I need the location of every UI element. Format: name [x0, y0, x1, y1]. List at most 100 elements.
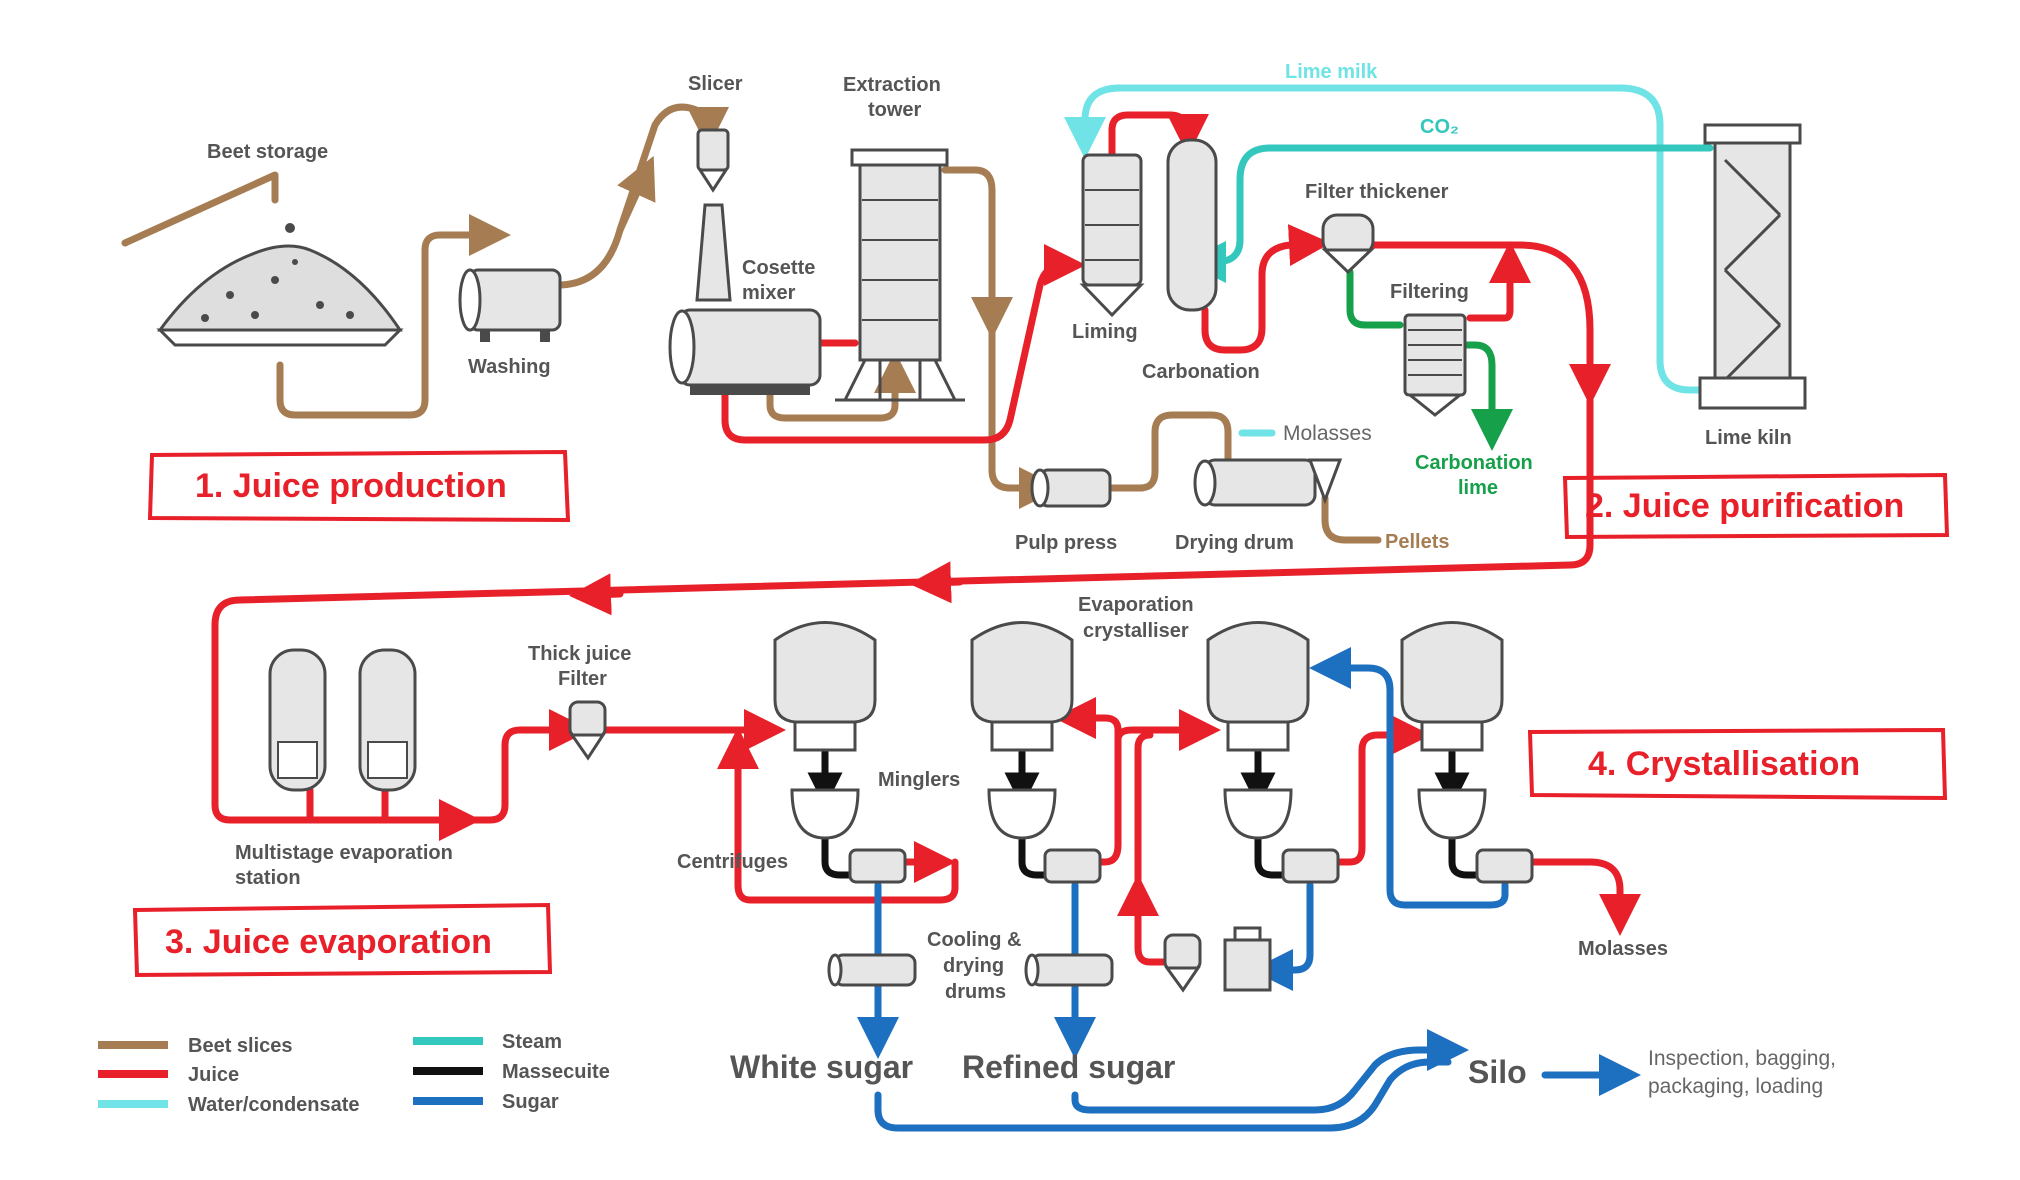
- stage-title-juice-evaporation: 3. Juice evaporation: [165, 923, 492, 961]
- extraction-tower: [835, 148, 965, 402]
- stage-box-3: 3. Juice evaporation: [132, 902, 553, 978]
- evaporator-2: [358, 648, 417, 792]
- juice-return-arrow-1: [909, 561, 964, 604]
- juice-return-line: [211, 396, 1594, 824]
- juice-to-cryst3: [1114, 709, 1221, 751]
- label-centrifuges: Centrifuges: [677, 851, 788, 873]
- stage-box-1: 1. Juice production: [147, 449, 571, 523]
- juice-centrifuge3-cryst4: [1331, 714, 1431, 866]
- massecuite-1b: [821, 834, 854, 879]
- crystalliser-4: [1400, 621, 1534, 884]
- label-cooling-2: drying: [943, 955, 1004, 977]
- pulp-line-drum: [1106, 411, 1232, 492]
- label-molasses-bottom: Molasses: [1578, 938, 1668, 960]
- cooling-drum-1: [827, 953, 917, 987]
- cosette-mixer: [668, 308, 822, 395]
- juice-evap-out: [236, 709, 591, 824]
- label-minglers: Minglers: [878, 769, 960, 791]
- liming-vessel: [1079, 153, 1145, 318]
- legend-item-massecuite: Massecuite: [413, 1061, 610, 1083]
- sugar-centrifuge3-down: [1251, 881, 1314, 991]
- sugar-refined-to-silo: [1071, 1029, 1469, 1114]
- label-multistage-1: Multistage evaporation: [235, 842, 453, 864]
- drying-drum: [1193, 458, 1343, 507]
- sugar-white-to-silo: [874, 1058, 1452, 1132]
- label-carbonation: Carbonation: [1142, 361, 1260, 383]
- filter-thickener: [1321, 213, 1375, 275]
- stage-box-2: 2. Juice purification: [1562, 472, 1950, 540]
- labels: Beet storage Washing Slicer Extraction t…: [207, 61, 1836, 1098]
- label-pulp-press: Pulp press: [1015, 532, 1117, 554]
- juice-small-loop-top: [1134, 731, 1154, 904]
- label-evap-cryst-2: crystalliser: [1083, 620, 1189, 642]
- juice-liming-carb: [1108, 111, 1209, 159]
- beet-line-washing-slicer: [554, 103, 729, 289]
- label-evap-cryst-1: Evaporation: [1078, 594, 1194, 616]
- label-filter-thickener: Filter thickener: [1305, 181, 1449, 203]
- small-mixer: [1223, 926, 1272, 992]
- label-filtering: Filtering: [1390, 281, 1469, 303]
- beet-storage-pile: [156, 223, 404, 347]
- small-filter: [1163, 933, 1202, 993]
- juice-line-mixer: [721, 244, 1086, 444]
- legend-item-beet-slices: Beet slices: [98, 1035, 293, 1057]
- crystalliser-2: [970, 621, 1102, 884]
- filtering-unit: [1403, 313, 1467, 417]
- pipes: [121, 84, 1724, 1132]
- label-washing: Washing: [468, 356, 551, 378]
- label-liming: Liming: [1072, 321, 1138, 343]
- svg-text:Beet slices: Beet slices: [188, 1035, 293, 1057]
- label-drying-drum: Drying drum: [1175, 532, 1294, 554]
- label-thick-juice-1: Thick juice: [528, 643, 631, 665]
- lime-kiln: [1698, 123, 1807, 410]
- juice-carb-filter: [1201, 224, 1331, 354]
- beet-line-chute: [121, 171, 279, 247]
- label-inspection-1: Inspection, bagging,: [1648, 1047, 1836, 1070]
- crystalliser-3: [1206, 621, 1340, 884]
- juice-centrifuge1-loop: [717, 727, 959, 904]
- sugar-centrifuge4-loop: [1309, 647, 1509, 909]
- carbonation-vessel: [1166, 138, 1218, 312]
- label-refined-sugar: Refined sugar: [962, 1049, 1175, 1085]
- pulp-press: [1030, 468, 1112, 508]
- massecuite-4b: [1448, 834, 1481, 879]
- label-slicer: Slicer: [688, 73, 743, 95]
- label-inspection-2: packaging, loading: [1648, 1075, 1823, 1098]
- label-cooling-1: Cooling &: [927, 929, 1021, 951]
- co2-line: [1184, 144, 1714, 283]
- svg-text:Sugar: Sugar: [502, 1091, 559, 1113]
- beet-line-storage: [276, 214, 511, 419]
- carbonation-lime-out: [1456, 341, 1513, 451]
- legend: Beet slices Juice Water/condensate Steam…: [98, 1031, 610, 1116]
- legend-item-juice: Juice: [98, 1064, 239, 1086]
- label-lime-kiln: Lime kiln: [1705, 427, 1792, 449]
- crystalliser-1: [773, 621, 907, 884]
- stage-box-4: 4. Crystallisation: [1527, 727, 1948, 801]
- label-carbonation-lime-1: Carbonation: [1415, 452, 1533, 474]
- thick-juice-filter: [568, 700, 607, 761]
- legend-item-steam: Steam: [413, 1031, 562, 1053]
- legend-item-sugar: Sugar: [413, 1091, 559, 1113]
- washing-drum: [458, 268, 562, 342]
- label-carbonation-lime-2: lime: [1458, 477, 1498, 499]
- label-pellets: Pellets: [1385, 531, 1449, 553]
- evaporator-1: [268, 648, 327, 792]
- svg-text:Massecuite: Massecuite: [502, 1061, 610, 1083]
- juice-small-loop: [1117, 874, 1179, 966]
- beet-arrow-up: [616, 155, 656, 234]
- label-extraction-2: tower: [868, 99, 922, 121]
- lime-milk-line: [1064, 84, 1724, 394]
- massecuite-2b: [1018, 834, 1049, 879]
- stage-title-crystallisation: 4. Crystallisation: [1588, 745, 1860, 783]
- label-multistage-2: station: [235, 867, 301, 889]
- legend-item-water: Water/condensate: [98, 1094, 360, 1116]
- pellets-line: [1321, 494, 1382, 544]
- label-co2: CO₂: [1420, 116, 1459, 138]
- svg-text:Water/condensate: Water/condensate: [188, 1094, 360, 1116]
- label-white-sugar: White sugar: [730, 1049, 913, 1085]
- massecuite-3b: [1254, 834, 1287, 879]
- stage-title-juice-production: 1. Juice production: [195, 467, 507, 505]
- stage-title-juice-purification: 2. Juice purification: [1585, 487, 1904, 525]
- label-molasses-top: Molasses: [1283, 422, 1372, 445]
